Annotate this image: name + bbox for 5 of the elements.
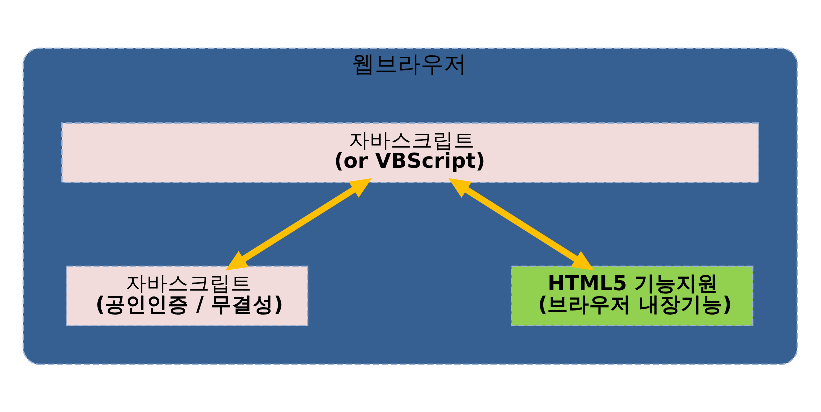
node-box: 자바스크립트 (or VBScript): [62, 122, 760, 183]
node-box: HTML5 기능지원 (브라우저 내장기능): [511, 265, 754, 326]
arrow: [448, 178, 594, 270]
arrow: [226, 178, 372, 270]
node-box: 자바스크립트 (공인인증 / 무결성): [66, 265, 309, 326]
